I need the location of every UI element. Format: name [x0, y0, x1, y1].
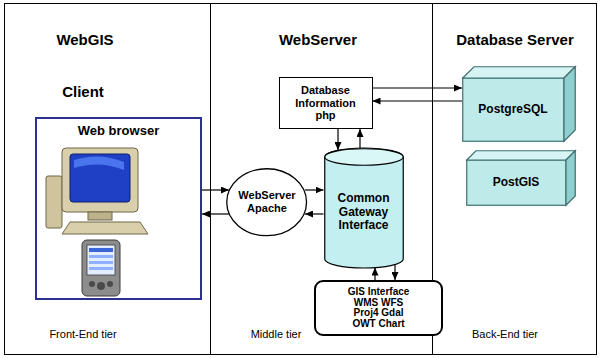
process-box: Database Information php [279, 77, 373, 129]
text-holder: PostgreSQL [478, 103, 547, 117]
keyboard [62, 222, 148, 234]
database-box: PostgreSQL [462, 66, 576, 142]
pda-screen-bar [89, 267, 113, 270]
process-box: GIS Interface WMS WFS Proj4 Gdal OWT Cha… [314, 280, 443, 336]
box-top [463, 67, 576, 78]
column-heading: WebServer [279, 31, 357, 48]
node-text: GIS Interface WMS WFS Proj4 Gdal OWT Cha… [343, 287, 415, 329]
screen-glare [74, 156, 124, 170]
process-box: Web browser [35, 117, 202, 300]
tier-label: Back-End tier [472, 328, 538, 340]
column-divider [210, 4, 211, 354]
connector-arrow [374, 268, 375, 280]
node-text: Database Information php [287, 84, 365, 122]
connector-arrow [337, 129, 338, 150]
monitor-casing [62, 148, 138, 212]
connector-arrow [305, 213, 323, 214]
text-holder: WebServer Apache [235, 189, 299, 214]
connector-arrow [373, 87, 463, 88]
ellipse-outline [227, 169, 307, 236]
pda-button [107, 281, 113, 287]
cylinder-body [324, 148, 403, 268]
pda-button [97, 282, 105, 290]
pda-screen [87, 245, 115, 275]
column-heading: Database Server [456, 31, 574, 48]
connector-arrow [394, 265, 395, 280]
outer-border [5, 4, 597, 355]
box-front [467, 160, 566, 205]
monitor-screen [70, 154, 130, 202]
connector-arrow [359, 129, 360, 148]
cylinder-top [324, 149, 403, 166]
text-holder: Database Information php [287, 84, 365, 122]
node-text: PostgreSQL [478, 103, 547, 117]
monitor-stand [88, 212, 112, 220]
box-front [463, 78, 564, 141]
database-box: PostGIS [466, 150, 576, 206]
connector-arrow [202, 213, 229, 214]
connector-arrow [202, 189, 229, 190]
pda-illustration [82, 240, 120, 296]
text-holder: Web browser [78, 124, 159, 139]
computer-illustration [46, 148, 148, 234]
connector-arrow [305, 189, 323, 190]
box-side [566, 151, 575, 206]
pda-screen-bar [89, 261, 113, 264]
column-heading: WebGIS [56, 31, 113, 48]
node-text: PostGIS [493, 176, 540, 190]
pda-screen-bar [89, 248, 113, 252]
pda-body [82, 240, 120, 296]
text-holder: Common Gateway Interface [330, 192, 398, 233]
server-ellipse: WebServer Apache [226, 168, 307, 236]
sub-heading: Client [62, 83, 104, 100]
connector-arrow [373, 100, 463, 101]
pda-button [89, 281, 95, 287]
tier-label: Middle tier [251, 328, 302, 340]
node-text: Web browser [78, 124, 159, 139]
box-top [467, 151, 576, 160]
pda-screen-bar [89, 255, 113, 258]
node-text: WebServer Apache [235, 189, 299, 214]
text-holder: GIS Interface WMS WFS Proj4 Gdal OWT Cha… [343, 287, 415, 329]
box-side [564, 67, 575, 142]
tower-case [46, 176, 62, 228]
node-text: Common Gateway Interface [330, 192, 398, 233]
tier-label: Front-End tier [49, 328, 116, 340]
gateway-cylinder: Common Gateway Interface [324, 148, 404, 268]
text-holder: PostGIS [493, 176, 540, 190]
